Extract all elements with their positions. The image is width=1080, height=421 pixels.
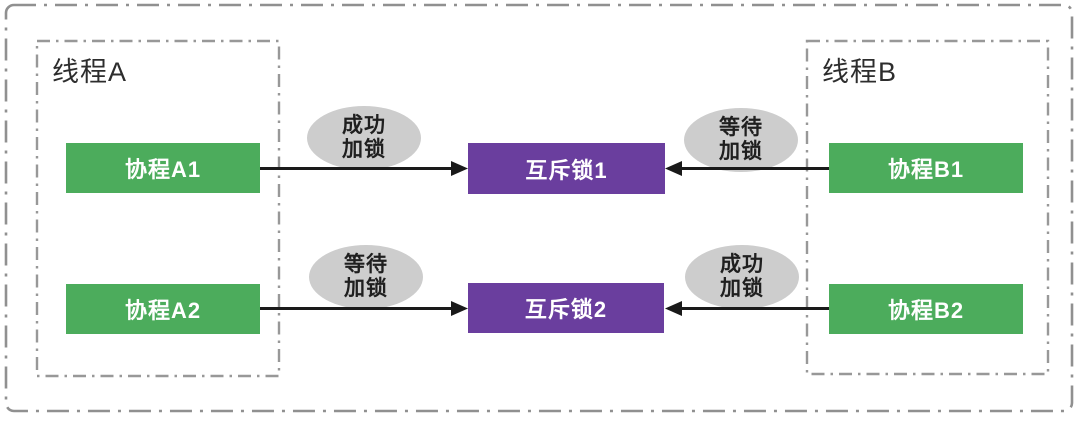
annotation-b1-lock-wait: 等待 加锁 — [684, 108, 798, 172]
coroutine-a1-node: 协程A1 — [66, 143, 260, 193]
coroutine-a2-node: 协程A2 — [66, 284, 260, 334]
mutex-1-node: 互斥锁1 — [468, 143, 665, 194]
arrow-a1-to-mutex1-head — [451, 161, 468, 176]
coroutine-b2-node: 协程B2 — [829, 284, 1023, 334]
arrow-a2-to-mutex2-head — [451, 301, 468, 316]
annotation-line: 加锁 — [719, 140, 763, 163]
annotation-line: 等待 — [344, 253, 388, 277]
annotation-b2-lock-success: 成功 加锁 — [685, 245, 799, 309]
annotation-line: 加锁 — [342, 138, 386, 161]
annotation-line: 成功 — [342, 114, 386, 138]
annotation-line: 成功 — [720, 253, 764, 277]
thread-a-title: 线程A — [52, 57, 128, 87]
outer-boundary — [4, 3, 1074, 413]
annotation-a2-lock-wait: 等待 加锁 — [309, 245, 423, 309]
annotation-a1-lock-success: 成功 加锁 — [307, 106, 421, 170]
annotation-line: 等待 — [719, 116, 763, 140]
arrow-b2-to-mutex2-head — [665, 301, 682, 316]
arrow-b1-to-mutex1-head — [665, 161, 682, 176]
mutex-2-node: 互斥锁2 — [468, 283, 664, 333]
annotation-line: 加锁 — [344, 277, 388, 300]
thread-b-title: 线程B — [822, 57, 898, 87]
coroutine-b1-node: 协程B1 — [829, 143, 1023, 193]
annotation-line: 加锁 — [720, 277, 764, 300]
